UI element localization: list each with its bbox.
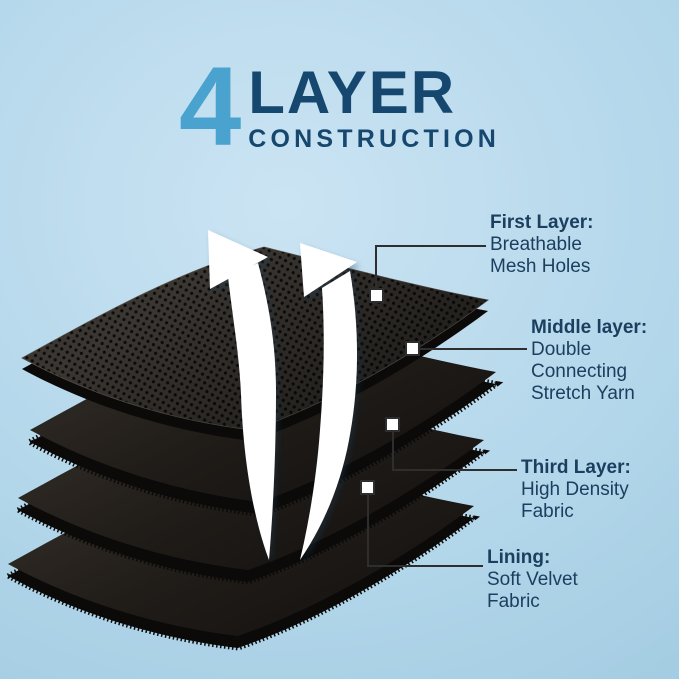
airflow-arrow-left-body [228,263,276,560]
airflow-arrow-right-body [300,271,358,560]
callout-connector-lining [367,487,483,567]
callout-heading: Middle layer: [531,317,648,338]
callout-line-text: Mesh Holes [490,256,591,278]
callout-marker-lining [360,480,375,495]
callout-marker-first [369,288,384,303]
callout-marker-middle [405,341,420,356]
callout-connector-first [375,245,486,295]
title-word: LAYER [248,59,457,126]
callout-line-text: Stretch Yarn [531,383,635,405]
airflow-arrow-left-head [208,230,268,289]
callout-connector-third [392,424,517,471]
title-text-column: LAYER CONSTRUCTION [248,59,501,154]
callout-line-text: Double [531,339,592,361]
callout-line-text: Fabric [521,501,574,523]
callout-line-text: Breathable [490,234,582,256]
page-title: 4 LAYER CONSTRUCTION [0,44,679,169]
callout-middle-layer: Middle layer: Double Connecting Stretch … [531,317,647,405]
airflow-arrows [208,230,358,560]
callout-line-text: Connecting [531,361,628,383]
airflow-arrow-right-head [300,243,357,297]
callout-third-layer: Third Layer: High Density Fabric [521,457,631,523]
callout-line-text: High Density [521,479,629,501]
callout-marker-third [385,417,400,432]
callout-line-text: Fabric [487,591,540,613]
callout-first-layer: First Layer: Breathable Mesh Holes [490,212,593,278]
callout-lining: Lining: Soft Velvet Fabric [487,547,578,613]
title-subtitle: CONSTRUCTION [248,125,501,154]
title-number: 4 [178,44,241,169]
callout-heading: Third Layer: [521,457,631,478]
callout-heading: Lining: [487,547,551,568]
callout-heading: First Layer: [490,212,594,233]
callout-line-text: Soft Velvet [487,569,578,591]
